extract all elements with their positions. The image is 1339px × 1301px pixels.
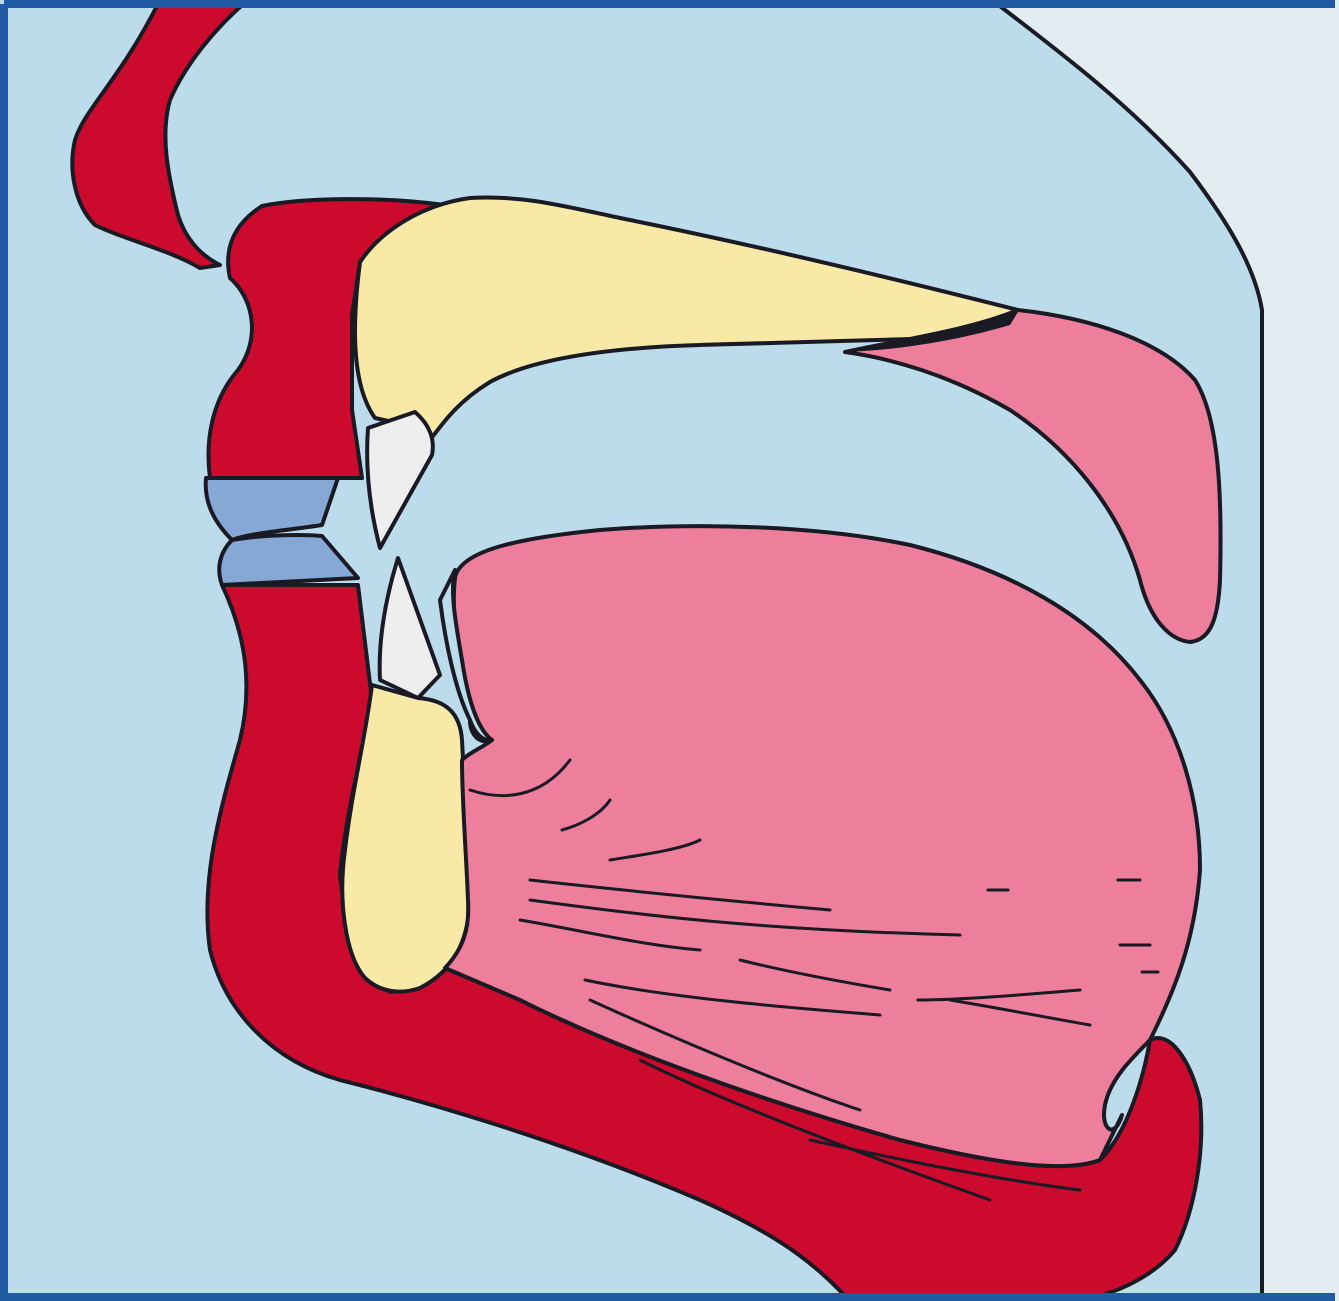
mouth-cross-section-diagram (0, 0, 1339, 1301)
